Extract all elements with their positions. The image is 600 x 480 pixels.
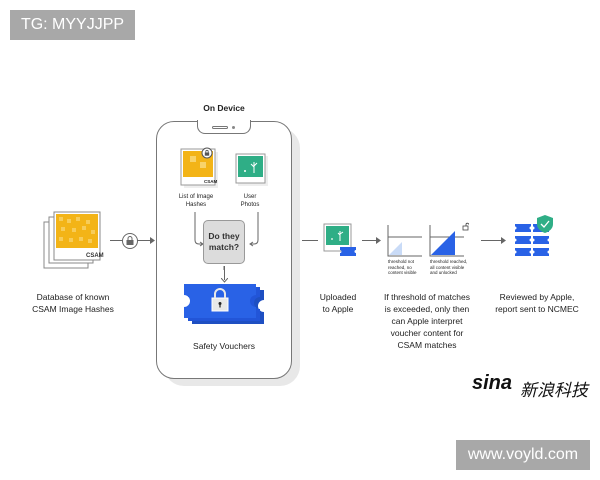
match-question-line2: match? xyxy=(208,242,240,252)
threshold-explanation-line2: is exceeded, only then xyxy=(384,304,470,314)
match-question-line1: Do they xyxy=(208,231,240,241)
arrow-head-icon xyxy=(501,237,506,244)
database-label-line1: Database of known xyxy=(36,292,110,302)
threshold-reached-line3: and unlocked xyxy=(430,270,457,275)
image-hashes-label: List of Image Hashes xyxy=(166,193,226,209)
csam-tag-database: CSAM xyxy=(86,253,104,259)
threshold-not-reached-line3: content visible xyxy=(388,270,417,275)
uploaded-label-line1: Uploaded xyxy=(319,292,357,302)
user-photos-label: User Photos xyxy=(225,193,275,209)
arrow-head-icon xyxy=(150,237,155,244)
threshold-explanation-line3: can Apple interpret xyxy=(391,316,463,326)
arrow-match-to-vouchers xyxy=(224,266,225,280)
threshold-not-reached-chart xyxy=(387,225,422,257)
reviewed-label-line2: report sent to NCMEC xyxy=(495,304,579,314)
sina-logo: sina xyxy=(472,372,513,394)
threshold-explanation-line5: CSAM matches xyxy=(397,340,457,350)
user-photos-label-line1: User xyxy=(243,194,257,200)
arrow-head-icon xyxy=(376,237,381,244)
image-hashes-label-line2: Hashes xyxy=(185,202,207,208)
threshold-not-reached-line1: threshold not xyxy=(388,259,415,264)
user-photo-icon xyxy=(235,153,268,186)
threshold-explanation-line1: If threshold of matches xyxy=(384,292,470,302)
safety-voucher-icon xyxy=(184,284,264,324)
match-decision-box: Do they match? xyxy=(203,220,245,264)
phone-camera xyxy=(232,126,235,129)
on-device-title: On Device xyxy=(203,103,245,113)
threshold-not-reached-label: threshold not reached, no content visibl… xyxy=(388,259,432,276)
lock-badge-icon xyxy=(201,147,213,159)
watermark-bottom: www.voyld.com xyxy=(456,440,590,470)
phone-speaker xyxy=(212,126,228,129)
threshold-explanation: If threshold of matches is exceeded, onl… xyxy=(372,291,482,351)
reviewed-vouchers-icon xyxy=(513,215,553,256)
csam-database-icon xyxy=(43,211,101,269)
connector-device-to-upload xyxy=(302,240,318,241)
database-label-line2: CSAM Image Hashes xyxy=(32,304,114,314)
uploaded-label-line2: to Apple xyxy=(322,304,354,314)
arrow-threshold-to-review xyxy=(481,240,503,241)
csam-tag-device: CSAM xyxy=(204,179,218,184)
threshold-reached-line2: all content visible xyxy=(430,264,465,270)
reviewed-label: Reviewed by Apple, report sent to NCMEC xyxy=(482,291,592,315)
lock-circle-icon xyxy=(122,233,138,249)
threshold-reached-label: threshold reached, all content visible a… xyxy=(430,259,476,276)
phone-notch xyxy=(197,120,251,134)
arrow-upload-to-threshold xyxy=(362,240,378,241)
image-hashes-label-line1: List of Image xyxy=(178,194,214,200)
threshold-reached-line1: threshold reached, xyxy=(430,259,468,264)
safety-vouchers-label: Safety Vouchers xyxy=(193,341,255,351)
threshold-reached-chart xyxy=(429,222,469,257)
reviewed-label-line1: Reviewed by Apple, xyxy=(499,292,575,302)
threshold-not-reached-line2: reached, no xyxy=(388,264,412,270)
uploaded-photo-icon xyxy=(323,223,356,256)
sina-logo-text: 新浪科技 xyxy=(520,381,588,400)
user-photos-label-line2: Photos xyxy=(240,202,260,208)
arrow-down-icon xyxy=(221,278,228,283)
database-label: Database of known CSAM Image Hashes xyxy=(18,291,128,315)
uploaded-label: Uploaded to Apple xyxy=(306,291,370,315)
watermark-top: TG: MYYJJPP xyxy=(10,10,135,40)
threshold-explanation-line4: voucher content for xyxy=(390,328,464,338)
